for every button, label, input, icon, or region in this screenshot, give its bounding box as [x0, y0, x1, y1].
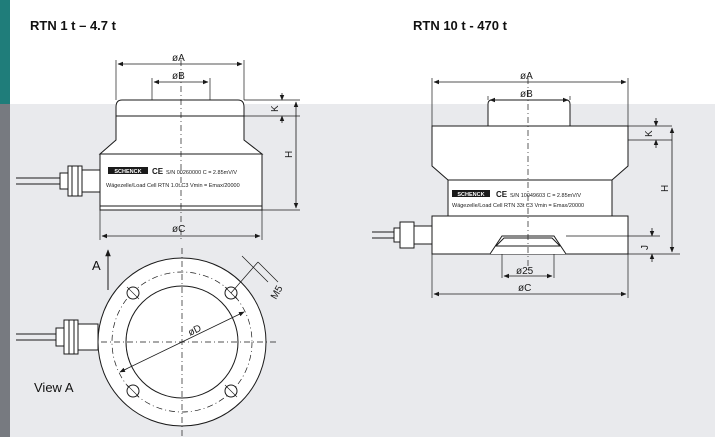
left-serial-text: S/N 00260000 C = 2.85mV/V — [166, 170, 237, 176]
right-dim-base: øC — [518, 283, 531, 294]
right-dim-outer: øA — [520, 71, 533, 82]
left-side-view — [16, 60, 300, 240]
accent-bar-gray — [0, 104, 10, 437]
left-cable-gland — [67, 165, 83, 197]
right-dimension-labels: øA øB K H J ø25 øC — [516, 71, 671, 294]
right-cap — [487, 99, 571, 127]
title-rtn-small: RTN 1 t – 4.7 t — [30, 18, 116, 33]
left-brand-text: SCHENCK — [114, 169, 141, 175]
bottom-bolt-circle — [111, 271, 253, 413]
left-dim-k: K — [270, 105, 281, 112]
right-brand-text: SCHENCK — [457, 192, 484, 198]
right-dim-k: K — [644, 130, 655, 137]
left-dim-outer: øA — [172, 53, 185, 64]
right-label-plate: SCHENCK CE S/N 10049603 C = 2.85mV/V Wäg… — [452, 190, 584, 209]
left-dim-base: øC — [172, 224, 185, 235]
view-a-label: View A — [34, 380, 74, 395]
bottom-cable — [16, 333, 56, 341]
left-label-plate: SCHENCK CE S/N 00260000 C = 2.85mV/V Wäg… — [106, 167, 240, 189]
left-label-line2: Wägezelle/Load Cell RTN 1.0t C3 Vmin = E… — [106, 183, 240, 189]
right-label-line2: Wägezelle/Load Cell RTN 33t C3 Vmin = Em… — [452, 203, 584, 209]
left-cap — [115, 99, 245, 117]
bottom-dim-d-line — [119, 311, 245, 373]
right-dim-j: J — [640, 245, 651, 250]
title-rtn-large: RTN 10 t - 470 t — [413, 18, 507, 33]
left-brand-logo — [108, 167, 148, 174]
left-ce-mark: CE — [152, 167, 164, 176]
right-side-view — [372, 78, 680, 298]
bottom-dim-d: øD — [186, 323, 203, 339]
right-ce-mark: CE — [496, 190, 508, 199]
left-dimension-labels: øA øB K H øC — [172, 53, 295, 235]
left-cable — [16, 177, 60, 185]
right-brand-logo — [452, 190, 490, 197]
right-upper-body — [431, 125, 629, 181]
left-dim-h: H — [284, 151, 295, 158]
right-dim-h: H — [660, 185, 671, 192]
view-arrow-letter: A — [92, 258, 101, 273]
right-dim-bore: ø25 — [516, 266, 534, 277]
right-dim-inner: øB — [520, 89, 533, 100]
right-serial-text: S/N 10049603 C = 2.85mV/V — [510, 193, 581, 199]
right-label-zone — [447, 179, 613, 217]
bottom-cable-gland — [63, 319, 79, 355]
right-cable — [372, 231, 394, 239]
accent-bar-teal — [0, 0, 10, 104]
bottom-dim-thread: M5 — [269, 284, 286, 302]
left-dim-inner: øB — [172, 71, 185, 82]
right-cable-gland — [399, 221, 415, 249]
bottom-view — [16, 248, 279, 436]
